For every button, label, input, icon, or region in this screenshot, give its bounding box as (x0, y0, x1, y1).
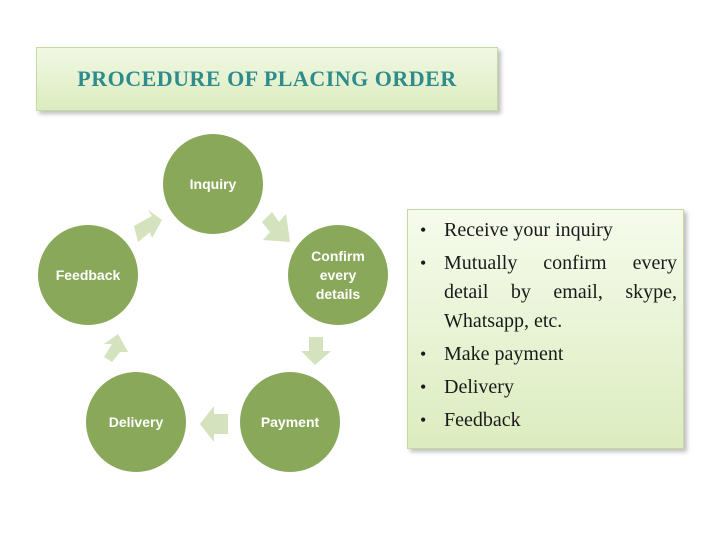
arrow-delivery-to-feedback (104, 334, 128, 362)
slide-title: PROCEDURE OF PLACING ORDER (77, 66, 457, 91)
step-item: Mutually confirm every detail by email, … (418, 249, 677, 336)
node-payment: Payment (240, 372, 340, 472)
node-payment-label: Payment (261, 414, 320, 430)
arrow-confirm-to-payment (301, 337, 331, 365)
node-confirm-label-line2: every (320, 267, 357, 283)
step-item: Make payment (418, 340, 677, 369)
node-confirm-label-line3: details (316, 286, 361, 302)
steps-list: Receive your inquiry Mutually confirm ev… (418, 216, 677, 435)
node-confirm: Confirm every details (288, 225, 388, 325)
steps-box: Receive your inquiry Mutually confirm ev… (407, 209, 684, 449)
node-feedback-label: Feedback (56, 267, 121, 283)
node-inquiry-label: Inquiry (190, 176, 237, 192)
title-box: PROCEDURE OF PLACING ORDER (36, 47, 498, 111)
node-delivery: Delivery (86, 372, 186, 472)
step-item: Feedback (418, 406, 677, 435)
node-feedback: Feedback (38, 225, 138, 325)
node-inquiry: Inquiry (163, 134, 263, 234)
node-confirm-label-line1: Confirm (311, 248, 365, 264)
arrow-feedback-to-inquiry (134, 210, 162, 242)
step-item: Receive your inquiry (418, 216, 677, 245)
arrow-inquiry-to-confirm (262, 212, 290, 242)
step-item: Delivery (418, 373, 677, 402)
arrow-payment-to-delivery (200, 406, 228, 442)
node-delivery-label: Delivery (109, 414, 164, 430)
